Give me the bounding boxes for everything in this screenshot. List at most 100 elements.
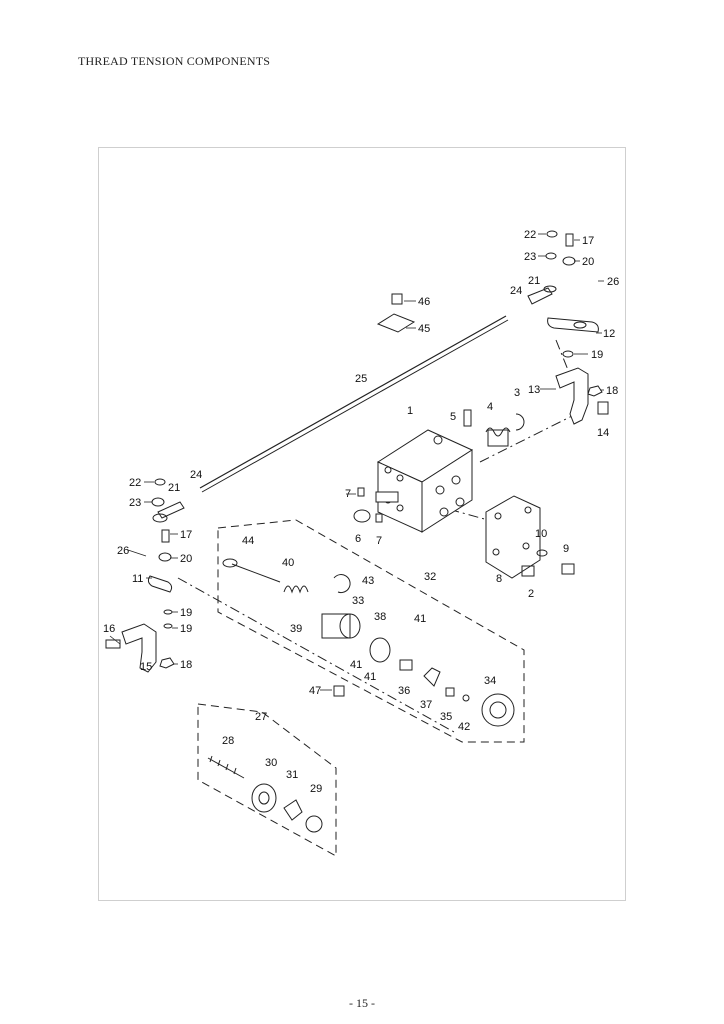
bracket-15 xyxy=(121,623,157,673)
part-label-41: 41 xyxy=(364,671,376,683)
spring-4 xyxy=(485,427,511,447)
part-label-17: 17 xyxy=(582,235,594,247)
part-label-19: 19 xyxy=(180,607,192,619)
spring-40 xyxy=(283,585,309,594)
rod-end-21-left xyxy=(157,501,185,519)
page-title: THREAD TENSION COMPONENTS xyxy=(78,54,271,68)
washer-10 xyxy=(536,549,548,557)
part-label-22: 22 xyxy=(129,477,141,489)
tension-block-1 xyxy=(375,429,474,533)
part-label-23: 23 xyxy=(524,251,536,263)
part-label-18: 18 xyxy=(606,385,618,397)
part-label-16: 16 xyxy=(103,623,115,635)
part-label-31: 31 xyxy=(286,769,298,781)
part-label-7: 7 xyxy=(376,535,382,547)
part-label-15: 15 xyxy=(140,661,152,673)
screw-28 xyxy=(207,755,245,779)
part-label-21: 21 xyxy=(528,275,540,287)
diagram-frame xyxy=(98,147,626,901)
part-label-29: 29 xyxy=(310,783,322,795)
part-label-9: 9 xyxy=(563,543,569,555)
part-label-27: 27 xyxy=(255,711,267,723)
washer-23-top xyxy=(545,252,557,260)
part-label-21: 21 xyxy=(168,482,180,494)
part-label-11: 11 xyxy=(132,573,143,585)
plate-8 xyxy=(485,495,541,579)
hub-38 xyxy=(369,637,391,663)
part-label-30: 30 xyxy=(265,757,277,769)
part-label-20: 20 xyxy=(180,553,192,565)
part-label-33: 33 xyxy=(352,595,364,607)
part-label-26: 26 xyxy=(117,545,129,557)
rod-44 xyxy=(222,558,238,568)
part-label-42: 42 xyxy=(458,721,470,733)
bracket-13 xyxy=(555,367,589,425)
part-label-5: 5 xyxy=(450,411,456,423)
part-label-13: 13 xyxy=(528,384,540,396)
part-label-20: 20 xyxy=(582,256,594,268)
part-label-12: 12 xyxy=(603,328,615,340)
screw-46 xyxy=(391,293,403,305)
part-label-36: 36 xyxy=(398,685,410,697)
part-label-14: 14 xyxy=(597,427,609,439)
screw-14 xyxy=(597,401,609,415)
part-label-26: 26 xyxy=(607,276,619,288)
assembly-27-outline xyxy=(197,703,337,857)
part-label-43: 43 xyxy=(362,575,374,587)
knob-34 xyxy=(481,693,515,727)
part-label-28: 28 xyxy=(222,735,234,747)
washer-19-top xyxy=(562,350,574,358)
screw-17-left xyxy=(161,529,170,543)
part-label-40: 40 xyxy=(282,557,294,569)
washer-22-top xyxy=(546,230,558,238)
part-label-41: 41 xyxy=(414,613,426,625)
part-label-2: 2 xyxy=(528,588,534,600)
part-label-17: 17 xyxy=(180,529,192,541)
plate-45 xyxy=(376,313,416,333)
part-label-34: 34 xyxy=(484,675,496,687)
part-label-24: 24 xyxy=(190,469,202,481)
screw-5 xyxy=(463,409,472,427)
nut-18-right xyxy=(587,385,603,397)
part-label-23: 23 xyxy=(129,497,141,509)
part-label-22: 22 xyxy=(524,229,536,241)
part-label-46: 46 xyxy=(418,296,430,308)
screw-2 xyxy=(521,565,535,577)
clip-3 xyxy=(515,413,525,431)
ball-42 xyxy=(462,694,470,702)
washer-22-left xyxy=(154,478,166,486)
part-label-44: 44 xyxy=(242,535,254,547)
part-label-24: 24 xyxy=(510,285,522,297)
nut-35 xyxy=(445,687,455,697)
part-label-32: 32 xyxy=(424,571,436,583)
spring-36 xyxy=(399,659,413,671)
page-number: - 15 - xyxy=(349,996,375,1010)
part-label-19: 19 xyxy=(591,349,603,361)
part-label-4: 4 xyxy=(487,401,493,413)
nut-20-top xyxy=(562,256,576,266)
screw-9 xyxy=(561,563,575,575)
part-label-18: 18 xyxy=(180,659,192,671)
part-label-10: 10 xyxy=(535,528,547,540)
screw-16 xyxy=(105,639,121,649)
nut-18-left xyxy=(159,657,175,669)
part-label-35: 35 xyxy=(440,711,452,723)
part-label-37: 37 xyxy=(420,699,432,711)
washer-23-left xyxy=(151,497,165,507)
part-label-41: 41 xyxy=(350,659,362,671)
gear-29 xyxy=(305,815,323,833)
assembly-32-outline xyxy=(217,519,525,743)
ring-43 xyxy=(333,574,351,594)
part-label-1: 1 xyxy=(407,405,413,417)
part-label-8: 8 xyxy=(496,573,502,585)
part-label-6: 6 xyxy=(355,533,361,545)
part-label-38: 38 xyxy=(374,611,386,623)
part-label-39: 39 xyxy=(290,623,302,635)
plug-47 xyxy=(333,685,345,697)
lever-11 xyxy=(147,575,173,593)
bushing-6 xyxy=(353,509,371,523)
rod-end-21-top xyxy=(527,287,553,305)
screw-17-top xyxy=(565,233,574,247)
lever-12 xyxy=(547,317,599,333)
pulley-30 xyxy=(251,783,277,813)
